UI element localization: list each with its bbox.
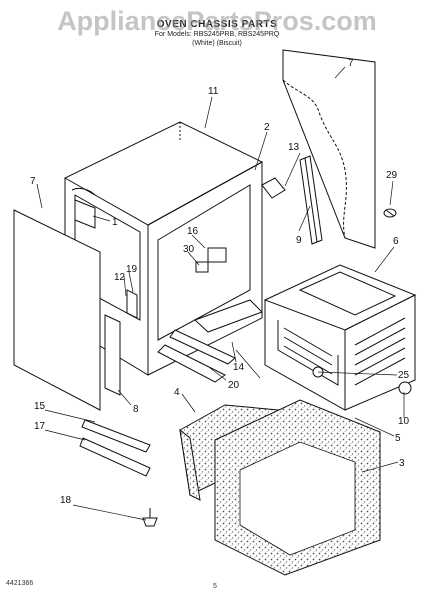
callout-3: 3	[399, 458, 405, 469]
callout-30: 30	[183, 244, 195, 255]
part-20-bracket-b	[169, 329, 236, 365]
part-13-9-rail	[261, 155, 323, 245]
model-numbers: For Models: RBS245PRB, RBS245PRQ	[154, 31, 280, 38]
callout-4: 4	[174, 387, 180, 398]
part-18-leg	[142, 508, 158, 527]
part-8-strip	[104, 314, 121, 396]
callout-5: 5	[395, 433, 401, 444]
part-30-component	[195, 261, 209, 273]
callout-leaders	[36, 66, 405, 521]
model-colors: (White) (Biscuit)	[192, 40, 242, 47]
callout-13: 13	[288, 142, 300, 153]
callout-16: 16	[187, 226, 199, 237]
callout-17: 17	[34, 421, 46, 432]
callout-12: 12	[114, 272, 126, 283]
figure-code: 4421366	[6, 580, 34, 587]
callout-10: 10	[398, 416, 410, 427]
callout-1: 1	[112, 217, 118, 228]
part-16-component	[207, 247, 227, 263]
callout-8: 8	[133, 404, 139, 415]
callout-11: 11	[208, 86, 219, 97]
part-19-bracket	[126, 289, 138, 319]
part-29-knob	[383, 208, 397, 218]
callout-2: 2	[264, 122, 270, 133]
part-15-rail	[81, 419, 151, 453]
part-20-bracket	[157, 344, 226, 383]
callout-labels: 11 7 2 13 29 7 1 16 9 6 30 12 19 14 25 2…	[30, 58, 410, 506]
callout-18: 18	[60, 495, 72, 506]
part-3-insulation	[214, 399, 381, 576]
part-7-side-panel	[13, 209, 101, 411]
callout-19: 19	[126, 264, 138, 275]
watermark: AppliancePartsPros.com	[57, 6, 377, 36]
part-14-bracket	[194, 299, 263, 333]
callout-15: 15	[34, 401, 46, 412]
diagram-title: OVEN CHASSIS PARTS	[156, 19, 278, 30]
part-17-rail	[79, 437, 151, 477]
callout-25: 25	[398, 370, 410, 381]
part-7-back-panel	[282, 49, 376, 249]
callout-7-left: 7	[30, 176, 36, 187]
callout-7-right: 7	[348, 58, 354, 69]
callout-9: 9	[296, 235, 302, 246]
callout-6: 6	[393, 236, 399, 247]
callout-14: 14	[233, 362, 245, 373]
part-6-oven-cavity	[263, 264, 417, 411]
callout-29: 29	[386, 170, 398, 181]
page-number: 5	[213, 583, 217, 590]
part-1-bracket	[74, 199, 96, 229]
callout-20: 20	[228, 380, 240, 391]
